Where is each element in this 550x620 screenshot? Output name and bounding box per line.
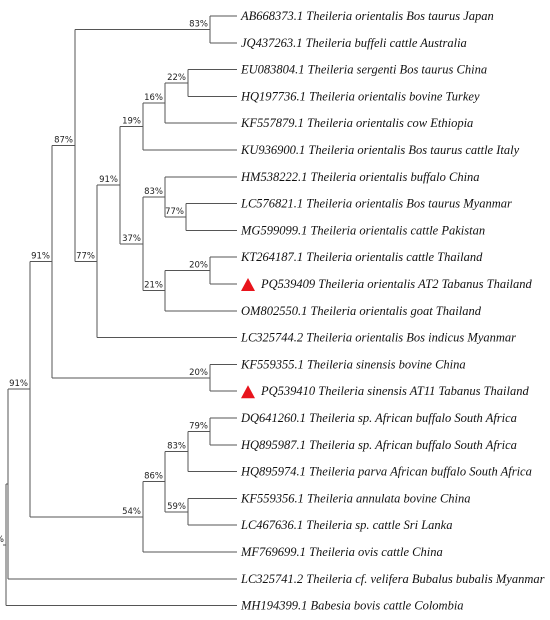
taxon-label: MH194399.1 Babesia bovis cattle Colombia — [240, 599, 464, 613]
accession-number: KF559355.1 — [240, 357, 307, 371]
taxon-label: PQ539410 Theileria sinensis AT11 Tabanus… — [260, 384, 530, 398]
support-value-c37: 37% — [122, 234, 141, 244]
species-description: Theileria orientalis Bos indicus Myanmar — [306, 331, 516, 345]
taxon-label: JQ437263.1 Theileria buffeli cattle Aust… — [241, 36, 467, 50]
taxon-label: KF557879.1 Theileria orientalis cow Ethi… — [240, 116, 473, 130]
species-description: Babesia bovis cattle Colombia — [310, 599, 463, 613]
support-value-c22: 22% — [167, 73, 186, 83]
species-description: Theileria buffeli cattle Australia — [306, 36, 467, 50]
species-description: Theileria orientalis bovine Turkey — [309, 89, 480, 103]
species-description: Theileria orientalis buffalo China — [310, 170, 479, 184]
taxon-label: HQ895987.1 Theileria sp. African buffalo… — [240, 438, 517, 452]
species-description: Theileria parva African buffalo South Af… — [309, 465, 532, 479]
species-description: Theileria ovis cattle China — [309, 545, 443, 559]
support-value-c20b: 20% — [189, 368, 208, 378]
accession-number: PQ539410 — [260, 384, 318, 398]
support-value-c19: 19% — [122, 117, 141, 127]
taxon-label: KF559356.1 Theileria annulata bovine Chi… — [240, 491, 471, 505]
bootstrap-values: 83%22%16%19%77%83%20%21%37%91%77%87%20%9… — [0, 19, 208, 544]
support-value-c16: 16% — [144, 93, 163, 103]
support-value-c91b: 91% — [31, 252, 50, 262]
support-value-c87: 87% — [54, 135, 73, 145]
accession-number: PQ539409 — [260, 277, 318, 291]
taxon-label: PQ539409 Theileria orientalis AT2 Tabanu… — [260, 277, 533, 291]
species-description: Theileria orientalis cattle Pakistan — [310, 223, 485, 237]
taxon-label: KF559355.1 Theileria sinensis bovine Chi… — [240, 357, 466, 371]
taxon-label: HM538222.1 Theileria orientalis buffalo … — [240, 170, 480, 184]
species-description: Theileria sergenti Bos taurus China — [308, 63, 487, 77]
taxon-label: HQ197736.1 Theileria orientalis bovine T… — [240, 89, 480, 103]
species-description: Theileria orientalis cow Ethiopia — [307, 116, 473, 130]
species-description: Theileria orientalis Bos taurus Japan — [306, 9, 494, 23]
support-value-cA: 83% — [189, 19, 208, 29]
accession-number: MG599099.1 — [240, 223, 310, 237]
accession-number: MF769699.1 — [240, 545, 309, 559]
taxon-label: LC467636.1 Theileria sp. cattle Sri Lank… — [240, 518, 452, 532]
taxon-label: DQ641260.1 Theileria sp. African buffalo… — [240, 411, 517, 425]
accession-number: KU936900.1 — [240, 143, 308, 157]
red-triangle-marker-icon — [241, 385, 255, 399]
accession-number: HQ197736.1 — [240, 89, 309, 103]
support-value-c77b: 77% — [165, 207, 184, 217]
support-value-c86: 86% — [144, 472, 163, 482]
accession-number: OM802550.1 — [241, 304, 310, 318]
accession-number: KF559356.1 — [240, 491, 307, 505]
support-value-c83b: 83% — [144, 187, 163, 197]
accession-number: HQ895987.1 — [240, 438, 309, 452]
taxon-label: LC576821.1 Theileria orientalis Bos taur… — [240, 197, 512, 211]
species-description: Theileria orientalis AT2 Tabanus Thailan… — [318, 277, 532, 291]
support-value-c54: 54% — [122, 507, 141, 517]
species-description: Theileria sinensis bovine China — [307, 357, 466, 371]
support-value-c83c: 83% — [167, 442, 186, 452]
taxon-label: OM802550.1 Theileria orientalis goat Tha… — [241, 304, 482, 318]
species-description: Theileria orientalis goat Thailand — [310, 304, 481, 318]
accession-number: KF557879.1 — [240, 116, 307, 130]
taxon-label: HQ895974.1 Theileria parva African buffa… — [240, 465, 532, 479]
accession-number: KT264187.1 — [240, 250, 306, 264]
support-value-c20a: 20% — [189, 261, 208, 271]
accession-number: AB668373.1 — [240, 9, 306, 23]
accession-number: LC576821.1 — [240, 197, 306, 211]
taxon-label: AB668373.1 Theileria orientalis Bos taur… — [240, 9, 494, 23]
taxon-label: EU083804.1 Theileria sergenti Bos taurus… — [240, 63, 487, 77]
accession-number: HM538222.1 — [240, 170, 310, 184]
species-description: Theileria cf. velifera Bubalus bubalis M… — [306, 572, 544, 586]
species-description: Theileria sp. cattle Sri Lanka — [306, 518, 452, 532]
support-value-root: 75% — [0, 535, 4, 545]
species-description: Theileria orientalis cattle Thailand — [306, 250, 483, 264]
accession-number: LC325741.2 — [240, 572, 306, 586]
accession-number: MH194399.1 — [240, 599, 310, 613]
support-value-c59: 59% — [167, 502, 186, 512]
species-description: Theileria sp. African buffalo South Afri… — [309, 411, 517, 425]
accession-number: HQ895974.1 — [240, 465, 309, 479]
support-value-c77a: 77% — [76, 251, 95, 261]
support-value-c79: 79% — [189, 421, 208, 431]
red-triangle-marker-icon — [241, 278, 255, 291]
species-description: Theileria orientalis Bos taurus cattle I… — [308, 143, 519, 157]
taxon-label: LC325741.2 Theileria cf. velifera Bubalu… — [240, 572, 545, 586]
species-description: Theileria sinensis AT11 Tabanus Thailand — [318, 384, 529, 398]
species-description: Theileria orientalis Bos taurus Myanmar — [306, 197, 512, 211]
taxon-label: MF769699.1 Theileria ovis cattle China — [240, 545, 443, 559]
accession-number: JQ437263.1 — [241, 36, 306, 50]
taxon-label: KT264187.1 Theileria orientalis cattle T… — [240, 250, 483, 264]
tree-branches — [3, 15, 237, 607]
accession-number: DQ641260.1 — [240, 411, 309, 425]
taxon-labels: AB668373.1 Theileria orientalis Bos taur… — [240, 9, 545, 613]
accession-number: EU083804.1 — [240, 63, 308, 77]
species-description: Theileria annulata bovine China — [307, 491, 471, 505]
accession-number: LC467636.1 — [240, 518, 306, 532]
support-value-c91a: 91% — [99, 175, 118, 185]
taxon-label: KU936900.1 Theileria orientalis Bos taur… — [240, 143, 520, 157]
support-value-c21: 21% — [144, 281, 163, 291]
taxon-label: MG599099.1 Theileria orientalis cattle P… — [240, 223, 485, 237]
support-value-c91c: 91% — [9, 379, 28, 389]
species-description: Theileria sp. African buffalo South Afri… — [309, 438, 517, 452]
taxon-label: LC325744.2 Theileria orientalis Bos indi… — [240, 331, 516, 345]
accession-number: LC325744.2 — [240, 331, 306, 345]
